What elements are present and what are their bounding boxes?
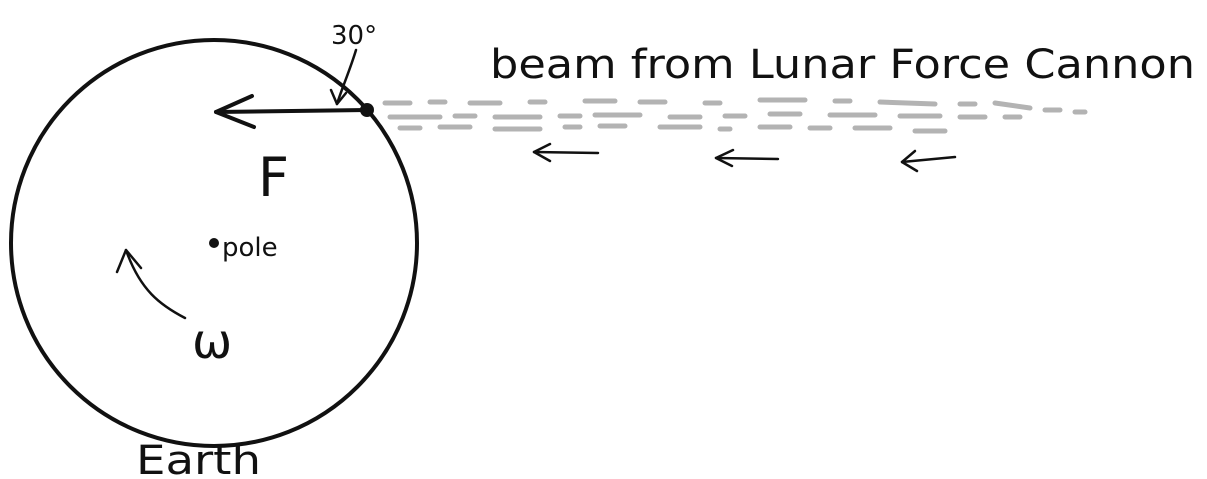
angle-pointer	[335, 48, 358, 106]
omega-label: ω	[192, 314, 232, 370]
beam-arrow-3	[900, 149, 957, 173]
earth-circle	[9, 38, 419, 448]
pole-label: pole	[222, 233, 278, 263]
beam-arrow-2	[714, 148, 780, 168]
beam-arrow-1	[532, 142, 600, 163]
force-label: F	[258, 146, 289, 209]
rotation-arrow	[115, 248, 187, 320]
beam-streaks	[382, 97, 1088, 134]
angle-label: 30°	[331, 21, 377, 51]
pole-dot	[209, 238, 219, 248]
force-arrow	[214, 94, 369, 129]
beam-label: beam from Lunar Force Cannon	[490, 42, 1195, 88]
earth-label: Earth	[136, 438, 261, 479]
angle-pointer-head	[329, 88, 348, 106]
